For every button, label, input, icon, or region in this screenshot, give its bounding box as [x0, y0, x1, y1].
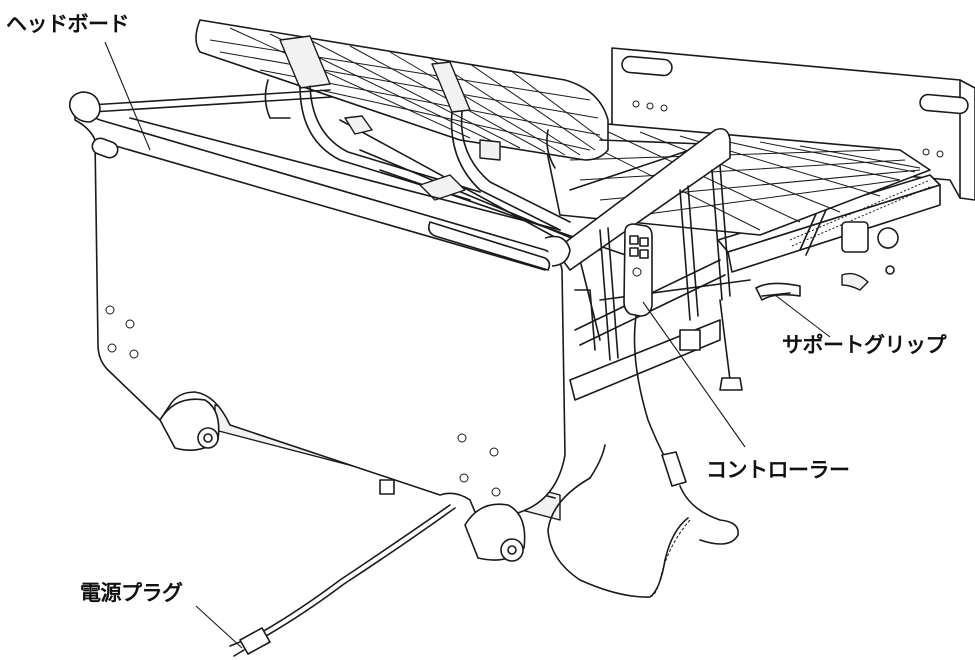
leader-power-plug — [195, 605, 243, 649]
power-cord — [229, 504, 456, 657]
headboard-label: ヘッドボード — [6, 12, 130, 36]
casters — [159, 227, 899, 562]
headboard-panel — [68, 91, 571, 516]
support-grip — [755, 282, 801, 301]
lift-linkage — [264, 79, 641, 261]
leader-controller — [642, 301, 746, 448]
side-rail-left — [554, 127, 731, 361]
leader-support-grip — [774, 294, 831, 338]
support-grip-label: サポートグリップ — [782, 333, 947, 357]
leader-headboard — [104, 41, 151, 151]
controller-label: コントローラー — [706, 458, 850, 482]
side-rail-right — [717, 159, 941, 291]
back-section — [195, 19, 609, 161]
power-plug-label: 電源プラグ — [80, 581, 183, 605]
controller-device — [547, 223, 739, 598]
leader-lines — [104, 41, 831, 649]
